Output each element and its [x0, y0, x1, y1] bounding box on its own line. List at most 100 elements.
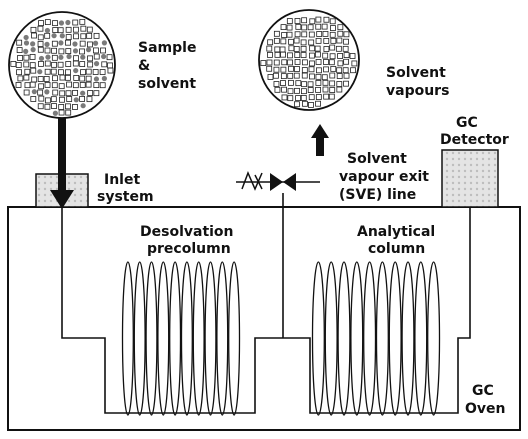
coil-loop: [192, 261, 205, 416]
particle-square: [37, 34, 44, 41]
particle-square: [323, 38, 330, 44]
particle-square: [29, 81, 36, 88]
sample-particle: [58, 20, 65, 26]
particle-square: [293, 72, 300, 79]
detector-label-line2: Detector: [440, 132, 509, 148]
particle-square: [309, 52, 315, 59]
particle-square: [309, 18, 316, 25]
particle-square: [72, 19, 79, 26]
particle-square: [59, 90, 66, 97]
particle-square: [274, 51, 281, 58]
particle-square: [280, 38, 287, 45]
particle-square: [295, 80, 302, 87]
injection-arrow: [50, 118, 74, 209]
particle-square: [44, 103, 51, 110]
sample-particle: [80, 103, 86, 109]
oven-label-line2: Oven: [465, 401, 506, 417]
particle-square: [301, 17, 308, 24]
particle-square: [79, 61, 86, 67]
particle-square: [301, 72, 308, 79]
coil-loop: [401, 261, 415, 416]
particle-square: [72, 89, 78, 96]
particle-square: [315, 23, 322, 30]
particle-square: [315, 94, 322, 100]
sample-particle: [101, 40, 108, 46]
particle-square: [93, 47, 99, 54]
particle-square: [66, 81, 72, 88]
sample-label-line1: Sample: [138, 40, 196, 56]
particle-square: [17, 75, 24, 82]
particle-square: [286, 18, 293, 24]
particle-square: [315, 73, 322, 80]
sample-particle: [44, 27, 51, 34]
particle-square: [301, 67, 308, 73]
particle-square: [335, 45, 342, 52]
coil-loop: [145, 261, 158, 416]
sample-particle: [52, 110, 58, 116]
coil-loop: [180, 261, 193, 416]
particle-square: [300, 95, 307, 101]
particle-square: [307, 87, 314, 93]
particle-square: [266, 59, 273, 66]
particle-square: [80, 69, 86, 76]
particle-square: [300, 39, 307, 46]
particle-square: [288, 79, 294, 86]
particle-square: [58, 104, 65, 110]
particle-square: [16, 39, 23, 46]
particle-square: [293, 37, 300, 44]
particle-square: [323, 59, 329, 65]
particle-square: [336, 81, 343, 87]
gc-oven-box: [7, 206, 521, 431]
particle-square: [315, 80, 322, 86]
particle-square: [267, 39, 274, 46]
particle-square: [30, 96, 37, 102]
coil-loop: [133, 261, 146, 416]
coil-loop: [375, 261, 389, 416]
particle-square: [79, 48, 85, 55]
flow-path: [61, 193, 471, 414]
particle-square: [86, 32, 93, 39]
particle-square: [281, 32, 288, 38]
particle-square: [287, 95, 294, 102]
particle-square: [323, 66, 329, 73]
particle-square: [65, 34, 72, 40]
particle-square: [295, 95, 301, 101]
particle-square: [343, 31, 350, 38]
desolvation-precolumn-coil: [121, 261, 241, 416]
sample-particle: [45, 54, 51, 60]
particle-square: [65, 103, 71, 110]
particle-square: [29, 53, 36, 60]
sve-label-line3: (SVE) line: [339, 187, 416, 203]
particle-square: [50, 96, 57, 103]
particle-square: [267, 51, 273, 58]
particle-square: [30, 67, 37, 74]
particle-square: [52, 20, 58, 27]
sve-label-line1: Solvent: [347, 151, 407, 167]
particle-square: [266, 45, 273, 52]
vapours-label-line1: Solvent: [386, 65, 446, 81]
particle-square: [106, 54, 113, 61]
oven-label-line1: GC: [472, 383, 494, 399]
particle-square: [99, 82, 106, 89]
particle-square: [23, 74, 30, 81]
particle-square: [86, 96, 93, 103]
particle-square: [58, 109, 65, 116]
particle-square: [288, 65, 294, 72]
particle-square: [79, 75, 86, 82]
particle-square: [316, 67, 322, 74]
particle-square: [38, 95, 45, 102]
particle-square: [52, 75, 58, 82]
particle-square: [309, 60, 315, 67]
particle-square: [294, 52, 301, 58]
particle-square: [44, 47, 51, 54]
particle-square: [80, 25, 87, 32]
particle-square: [323, 46, 330, 52]
particle-square: [59, 74, 66, 81]
particle-square: [309, 73, 315, 80]
particle-square: [281, 86, 287, 93]
particle-square: [58, 48, 65, 55]
particle-square: [294, 101, 300, 108]
column-label-line2: column: [368, 241, 425, 257]
particle-square: [308, 31, 315, 38]
particle-square: [329, 31, 336, 38]
